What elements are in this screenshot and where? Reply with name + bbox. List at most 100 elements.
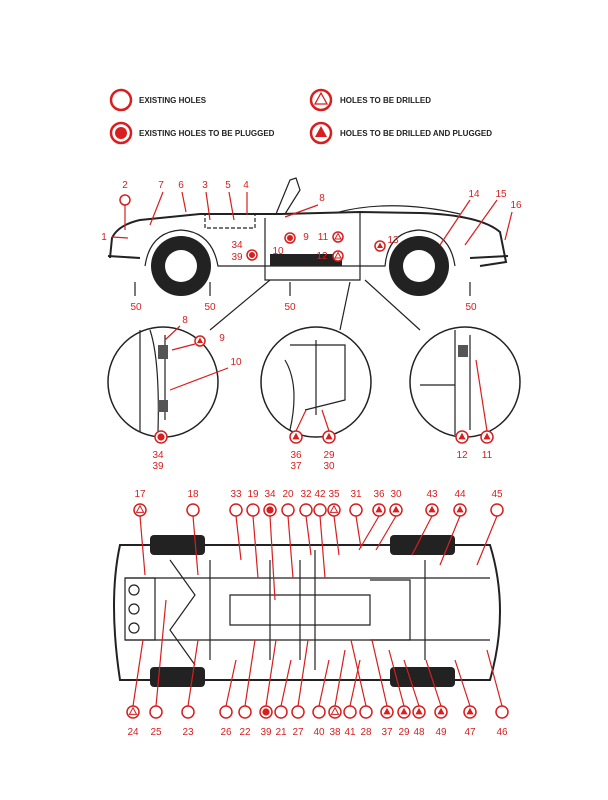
side-callout-number: 14	[468, 189, 480, 200]
hole-marker-drilled-plugged	[194, 335, 206, 347]
legend-drilled-icon	[309, 88, 333, 112]
leader-line	[265, 639, 277, 707]
underside-bottom-number: 29	[398, 727, 410, 738]
underside-top-number: 36	[373, 489, 385, 500]
leader-line	[371, 639, 388, 707]
leader-line	[244, 639, 256, 707]
hole-marker-open	[343, 705, 357, 719]
underside-top-number: 45	[491, 489, 503, 500]
inset-callout-number: 30	[323, 461, 335, 472]
hole-marker-drilled-plugged	[455, 430, 469, 444]
underside-top-number: 18	[187, 489, 199, 500]
leader-line	[169, 367, 229, 391]
leader-line	[287, 515, 294, 579]
legend-existing-plugged-icon	[109, 121, 133, 145]
leader-line	[139, 515, 146, 576]
underside-bottom-number: 28	[360, 727, 372, 738]
leader-line	[284, 204, 319, 218]
hole-marker-drilled-plugged	[463, 705, 477, 719]
underside-top-number: 44	[454, 489, 466, 500]
hole-marker-open	[490, 503, 504, 517]
leader-line	[280, 659, 292, 707]
inset-callout-number: 10	[230, 357, 242, 368]
hole-marker-open	[313, 503, 327, 517]
legend: EXISTING HOLES EXISTING HOLES TO BE PLUG…	[109, 88, 492, 145]
leader-line	[192, 515, 199, 576]
leader-line	[486, 649, 503, 707]
side-view-car	[107, 177, 509, 331]
hole-marker-open	[238, 705, 252, 719]
hole-marker-plugged	[284, 232, 296, 244]
leader-line	[269, 515, 276, 601]
underside-bottom-number: 48	[413, 727, 425, 738]
underside-top-number: 19	[247, 489, 259, 500]
inset-callout-number: 37	[290, 461, 302, 472]
side-callout-number: 50	[465, 302, 477, 313]
inset-callout-number: 12	[456, 450, 468, 461]
underside-top-number: 17	[134, 489, 146, 500]
hole-marker-drilled	[133, 503, 147, 517]
hole-marker-drilled-plugged	[322, 430, 336, 444]
inset-callout-number: 29	[323, 450, 335, 461]
hole-marker-drilled	[328, 705, 342, 719]
leader-line	[355, 515, 362, 549]
side-callout-number: 4	[243, 180, 249, 191]
underside-top-number: 30	[390, 489, 402, 500]
underside-bottom-number: 26	[220, 727, 232, 738]
hole-marker-open	[359, 705, 373, 719]
side-callout-number: 16	[510, 200, 522, 211]
hole-marker-drilled	[126, 705, 140, 719]
leader-line	[350, 639, 367, 707]
legend-drilled-plugged-icon	[309, 121, 333, 145]
leader-line	[155, 599, 167, 707]
leader-line	[411, 515, 433, 556]
leader-line	[439, 199, 471, 246]
underside-bottom-number: 47	[464, 727, 476, 738]
underside-bottom-number: 27	[292, 727, 304, 738]
hole-marker-open	[149, 705, 163, 719]
underside-bottom-number: 24	[127, 727, 139, 738]
leader-line	[334, 649, 346, 707]
side-callout-number: 6	[178, 180, 184, 191]
hole-marker-open	[291, 705, 305, 719]
underside-bottom-number: 25	[150, 727, 162, 738]
side-callout-number: 2	[122, 180, 128, 191]
side-callout-number: 1	[101, 232, 107, 243]
leader-line	[305, 515, 312, 556]
inset-callout-number: 11	[482, 450, 493, 461]
leader-line	[228, 191, 235, 221]
hole-marker-open	[274, 705, 288, 719]
inset-center	[260, 326, 372, 438]
inset-callout-number: 34	[152, 450, 164, 461]
legend-existing-plugged-label: EXISTING HOLES TO BE PLUGGED	[139, 129, 275, 138]
side-callout-number: 34	[231, 240, 243, 251]
underside-top-number: 42	[314, 489, 326, 500]
side-callout-number: 5	[225, 180, 231, 191]
legend-drilled-label: HOLES TO BE DRILLED	[340, 96, 431, 105]
leader-line	[349, 659, 361, 707]
hole-marker-open	[312, 705, 326, 719]
hole-marker-plugged	[154, 430, 168, 444]
leader-line	[475, 359, 488, 432]
inset-callout-number: 36	[290, 450, 302, 461]
hole-marker-open	[229, 503, 243, 517]
leader-line	[358, 515, 380, 551]
legend-existing-icon	[109, 88, 133, 112]
side-callout-number: 50	[204, 302, 216, 313]
underside-top-number: 34	[264, 489, 276, 500]
underside-view	[113, 535, 501, 687]
inset-callout-number: 39	[152, 461, 164, 472]
leader-line	[319, 515, 326, 579]
hole-marker-plugged	[246, 249, 258, 261]
leader-line	[205, 191, 211, 221]
hole-marker-open	[181, 705, 195, 719]
inset-callout-number: 8	[182, 315, 188, 326]
underside-top-number: 31	[350, 489, 362, 500]
underside-bottom-number: 23	[182, 727, 194, 738]
side-callout-number: 39	[231, 252, 243, 263]
leader-line	[318, 659, 330, 707]
underside-bottom-number: 41	[344, 727, 356, 738]
side-callout-number: 3	[202, 180, 208, 191]
leader-line	[439, 515, 461, 566]
